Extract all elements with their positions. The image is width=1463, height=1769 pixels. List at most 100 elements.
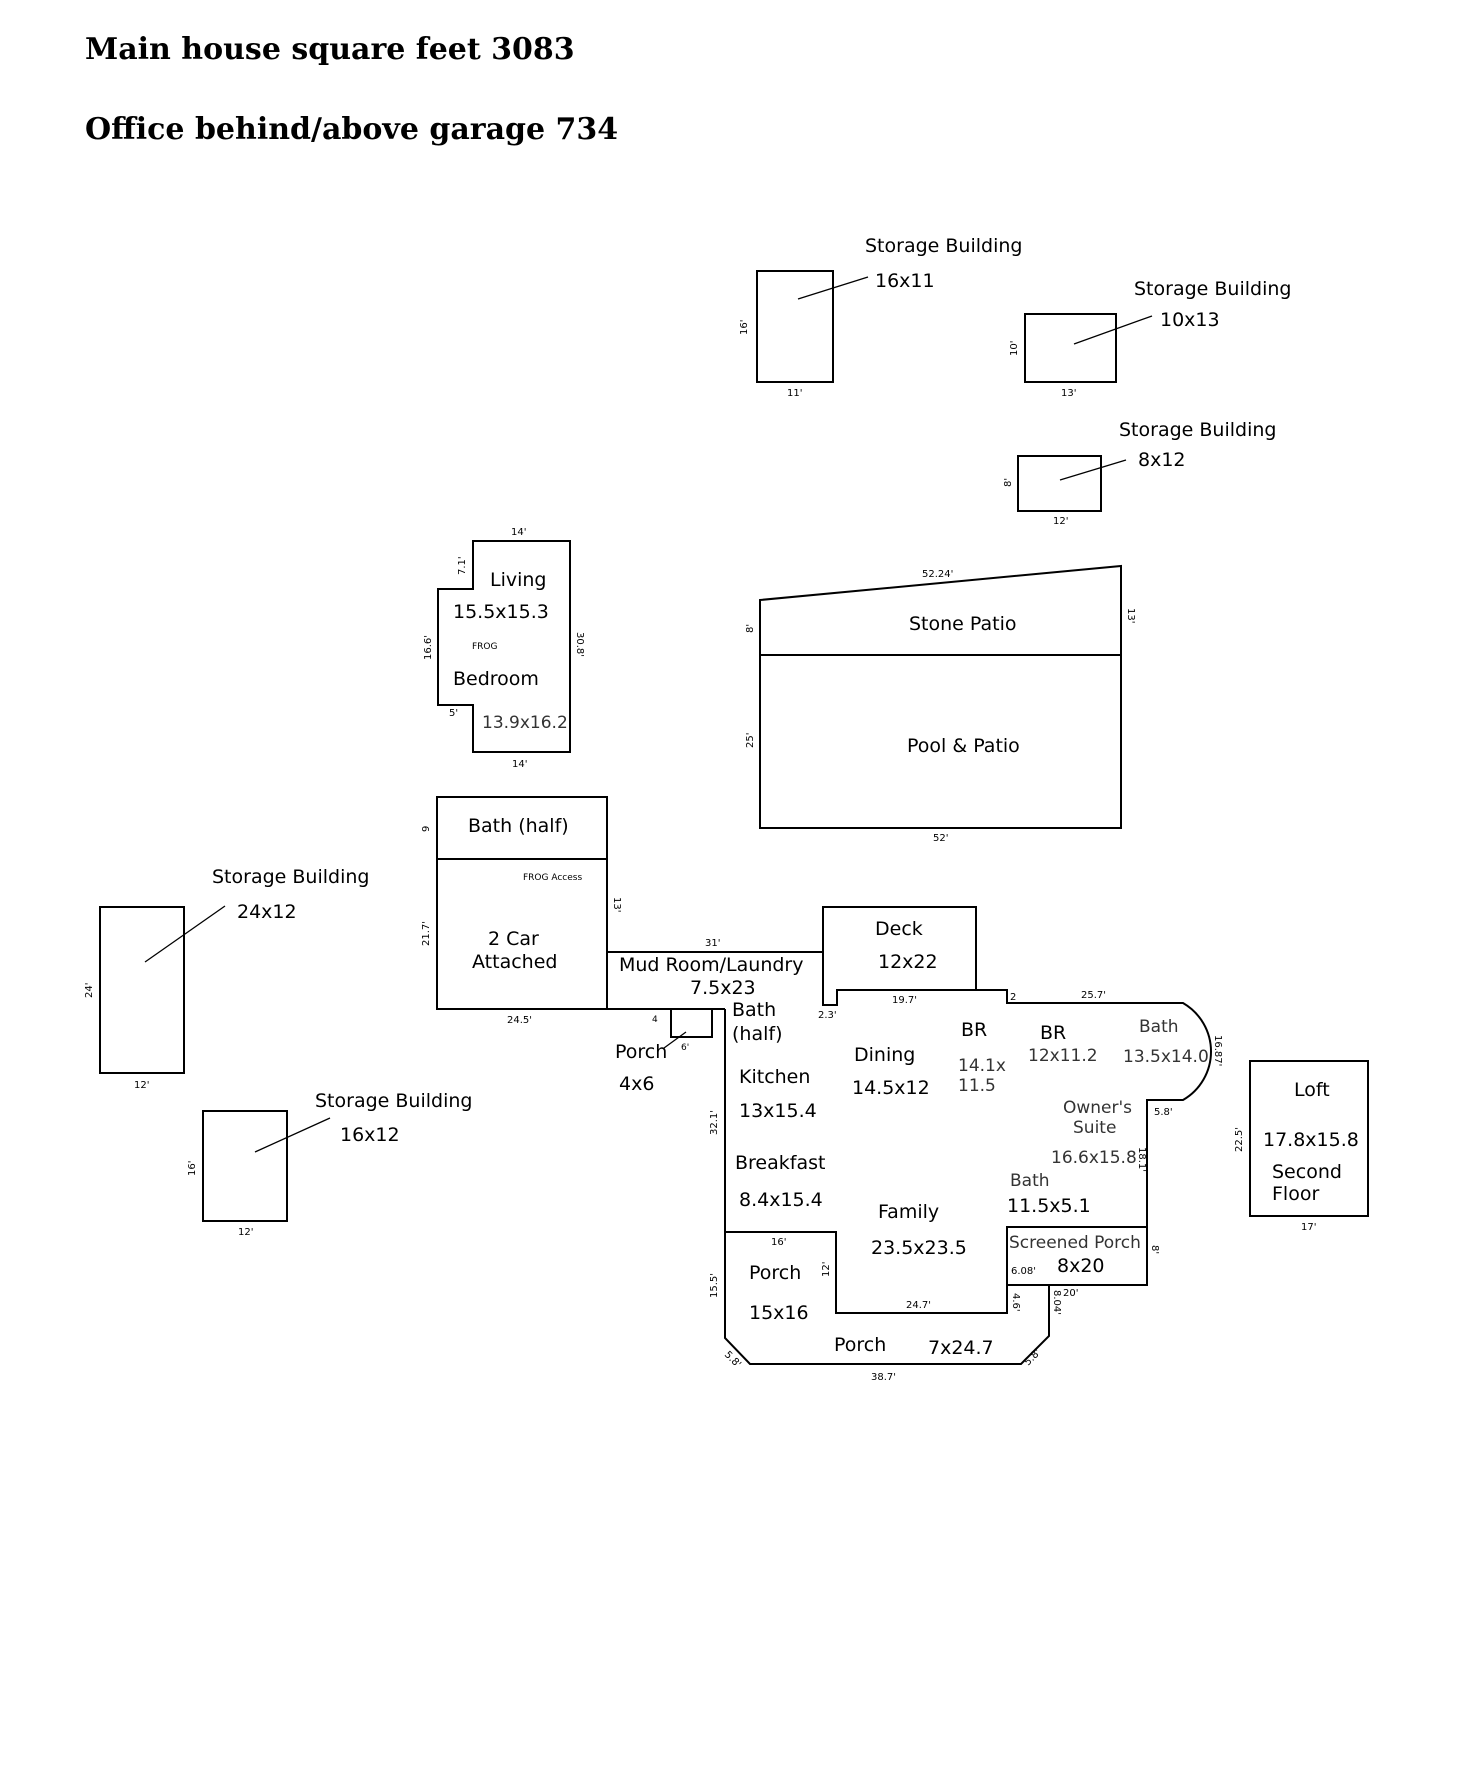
garage-label-line1: 2 Car [488, 928, 539, 950]
dimension-label: 16' [771, 1237, 786, 1248]
garage-outline [436, 796, 608, 1010]
room-label-porch-rear: Porch [834, 1334, 886, 1356]
room-label-bath2: Bath [1139, 1017, 1179, 1037]
dimension-label: 8' [745, 624, 756, 633]
screened-porch-outline [1006, 1226, 1148, 1286]
room-label-bath-half: Bath [732, 999, 776, 1021]
storage-building-24x12: Storage Building 24x12 12' 24' [84, 866, 369, 1091]
room-size-kitchen: 13x15.4 [739, 1100, 817, 1122]
dimension-label: 20' [1063, 1288, 1078, 1299]
room-label-owners-suite-line2: Suite [1073, 1118, 1116, 1138]
dimension-label: 32.1' [709, 1110, 720, 1135]
dimension-label: 25' [745, 733, 756, 748]
storage-building-size: 24x12 [237, 901, 297, 923]
room-size-loft: 17.8x15.8 [1263, 1129, 1359, 1151]
room-label-bath-half: Bath (half) [468, 815, 569, 837]
main-house-sqft-heading: Main house square feet 3083 [85, 32, 575, 67]
stone-patio-pool: Stone Patio Pool & Patio 52.24' 13' 8' 2… [745, 564, 1136, 844]
storage-building-title: Storage Building [315, 1090, 472, 1112]
dimension-label: 17' [1301, 1222, 1316, 1233]
room-label-loft: Loft [1294, 1079, 1330, 1101]
dimension-label: 38.7' [871, 1372, 896, 1383]
room-size-owners-suite: 16.6x15.8 [1051, 1148, 1137, 1168]
porch-outline [724, 1232, 1050, 1365]
room-size-family: 23.5x23.5 [871, 1237, 967, 1259]
dimension-label: 14' [512, 759, 527, 770]
room-size-porch-rear: 7x24.7 [928, 1337, 994, 1359]
label-leader-line [1073, 315, 1153, 345]
dimension-label: 5.8' [1154, 1107, 1173, 1118]
room-size-porch: 15x16 [749, 1302, 809, 1324]
frog-living-unit: Living 15.5x15.3 FROG Bedroom 13.9x16.2 … [423, 527, 585, 770]
dimension-label: 15.5' [709, 1273, 720, 1298]
storage-building-title: Storage Building [212, 866, 369, 888]
dimension-label: 12' [1053, 516, 1068, 527]
dimension-label: 9 [421, 826, 432, 832]
dimension-label: 12' [821, 1262, 832, 1277]
room-label-family: Family [878, 1201, 939, 1223]
room-size-living: 15.5x15.3 [453, 601, 549, 623]
room-label-screened-porch: Screened Porch [1009, 1233, 1141, 1253]
storage-building-outline [756, 270, 834, 383]
pool-patio-label: Pool & Patio [907, 735, 1020, 757]
dimension-label: 30.8' [574, 632, 585, 657]
dimension-label: 52.24' [922, 569, 953, 580]
dimension-label: 5.8' [1022, 1347, 1043, 1368]
dimension-label: 12' [134, 1080, 149, 1091]
room-size-bedroom: 13.9x16.2 [482, 713, 568, 733]
room-label-porch: Porch [749, 1262, 801, 1284]
label-leader-line [254, 1117, 331, 1153]
label-leader-line [797, 276, 869, 300]
room-size-breakfast: 8.4x15.4 [739, 1189, 823, 1211]
storage-building-size: 8x12 [1138, 449, 1186, 471]
office-sqft-heading: Office behind/above garage 734 [85, 112, 619, 147]
storage-building-title: Storage Building [865, 235, 1022, 257]
dimension-label: 21.7' [421, 921, 432, 946]
frog-label: FROG [472, 642, 498, 652]
storage-building-outline [202, 1110, 288, 1222]
dimension-label: 8.04' [1051, 1290, 1062, 1315]
dimension-label: 4 [652, 1015, 658, 1025]
dimension-label: 16.87' [1212, 1035, 1223, 1066]
garage: Bath (half) FROG Access 2 Car Attached 9… [421, 796, 622, 1026]
room-size-bath2: 13.5x14.0 [1123, 1047, 1209, 1067]
room-size-br1-line1: 14.1x [958, 1056, 1006, 1076]
dimension-label: 22.5' [1234, 1127, 1245, 1152]
dimension-label: 2.3' [818, 1010, 837, 1021]
room-size-porch-small: 4x6 [619, 1073, 654, 1095]
dimension-label: 6' [681, 1043, 689, 1053]
room-label-br1: BR [961, 1019, 987, 1041]
storage-building-8x12: Storage Building 8x12 12' 8' [1003, 419, 1276, 527]
loft-outline [1249, 1060, 1369, 1217]
room-label-bedroom: Bedroom [453, 668, 539, 690]
room-label-kitchen: Kitchen [739, 1066, 810, 1088]
dimension-label: 11' [787, 388, 802, 399]
room-label-mud-room: Mud Room/Laundry [619, 954, 803, 976]
room-label-breakfast: Breakfast [735, 1152, 825, 1174]
storage-building-title: Storage Building [1134, 278, 1291, 300]
dimension-label: 10' [1009, 341, 1020, 356]
dimension-label: 8' [1149, 1245, 1160, 1254]
dimension-label: 24' [84, 983, 95, 998]
room-size-br1-line2: 11.5 [958, 1076, 996, 1096]
dimension-label: 31' [705, 938, 720, 949]
storage-building-10x13: Storage Building 10x13 13' 10' [1009, 278, 1291, 399]
dimension-label: 14' [511, 527, 526, 538]
label-leader-line [144, 905, 226, 963]
dimension-label: 12' [238, 1227, 253, 1238]
room-size-br2: 12x11.2 [1028, 1046, 1098, 1066]
room-label-porch-small: Porch [615, 1041, 667, 1063]
dimension-label: 13' [1125, 608, 1136, 623]
dimension-label: 16' [187, 1161, 198, 1176]
dimension-label: 16.6' [423, 635, 434, 660]
frog-unit-outline [437, 540, 571, 753]
storage-building-outline [99, 906, 185, 1074]
room-size-screened-porch: 8x20 [1057, 1255, 1105, 1277]
room-size-deck: 12x22 [878, 951, 938, 973]
room-label-deck: Deck [875, 918, 923, 940]
label-leader-line [1059, 459, 1127, 481]
dimension-label: 5' [449, 708, 458, 719]
label-leader-line [663, 1031, 687, 1049]
storage-building-size: 10x13 [1160, 309, 1220, 331]
